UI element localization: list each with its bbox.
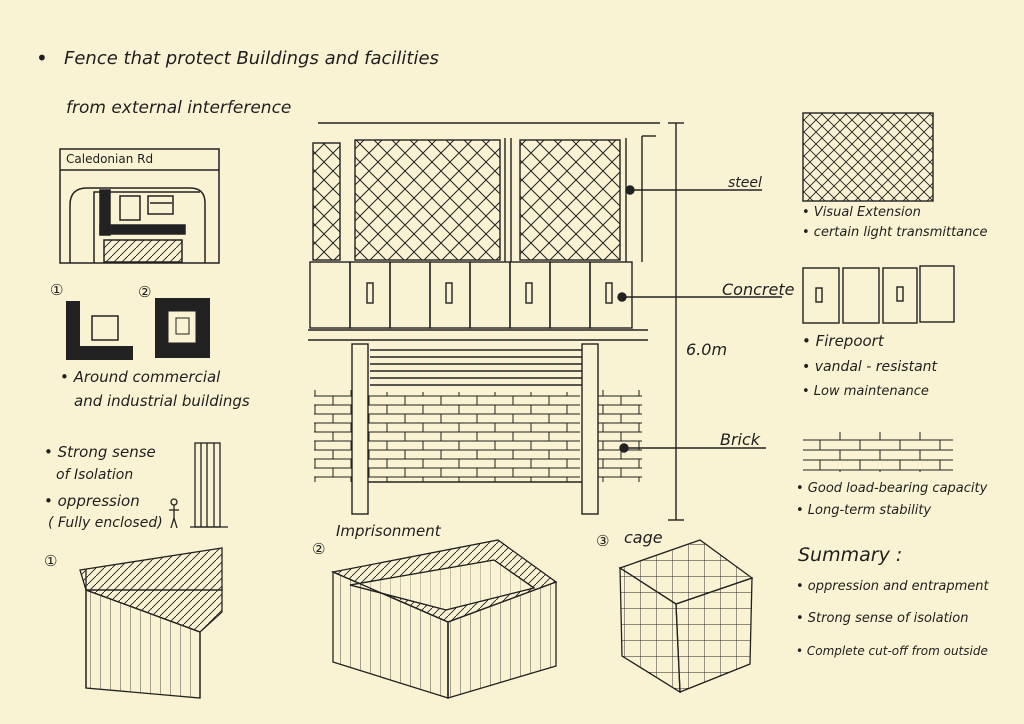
steel-note-2: • certain light transmittance [802,225,988,240]
type-icons [66,298,210,360]
heading-bullet: • [36,46,48,70]
perspective-3-marker: ③ [596,532,610,550]
note-around-cont: and industrial buildings [74,392,250,410]
perspective-1-marker: ① [44,552,58,570]
note-isolation: • Strong sense [44,443,156,461]
perspective-2-label: Imprisonment [336,522,441,540]
concrete-note-1: • Firepoort [802,332,884,350]
perspective-3-label: cage [624,528,663,547]
steel-note-1: • Visual Extension [802,205,921,220]
scale-figure [169,442,228,529]
label-steel: steel [728,175,762,191]
note-isolation-cont: of Isolation [56,467,134,483]
note-oppression: • oppression [44,492,140,510]
dimension-label: 6.0m [686,340,728,359]
perspective-3 [618,539,754,694]
perspective-2 [330,539,558,699]
heading-line-2: from external interference [66,98,292,118]
note-around: • Around commercial [60,368,221,386]
site-map [59,148,220,264]
brick-note-1: • Good load-bearing capacity [796,481,988,496]
summary-item-2: • Strong sense of isolation [796,611,969,626]
street-label: Caledonian Rd [66,152,154,166]
concrete-note-2: • vandal - resistant [802,359,938,375]
perspective-2-marker: ② [312,540,326,558]
concrete-note-3: • Low maintenance [802,384,929,399]
brick-note-2: • Long-term stability [796,503,932,518]
perspective-1 [79,547,223,699]
note-oppression-cont: ( Fully enclosed) [48,515,163,531]
summary-title: Summary : [798,544,903,566]
fence-elevation [308,122,782,521]
material-swatches [802,112,955,472]
summary-item-3: • Complete cut-off from outside [796,644,988,658]
heading-line-1: Fence that protect Buildings and facilit… [64,48,439,69]
type-marker-1: ① [50,281,64,299]
summary-item-1: • oppression and entrapment [796,579,989,594]
label-brick: Brick [720,430,761,449]
label-concrete: Concrete [722,280,795,299]
type-marker-2: ② [138,283,152,301]
